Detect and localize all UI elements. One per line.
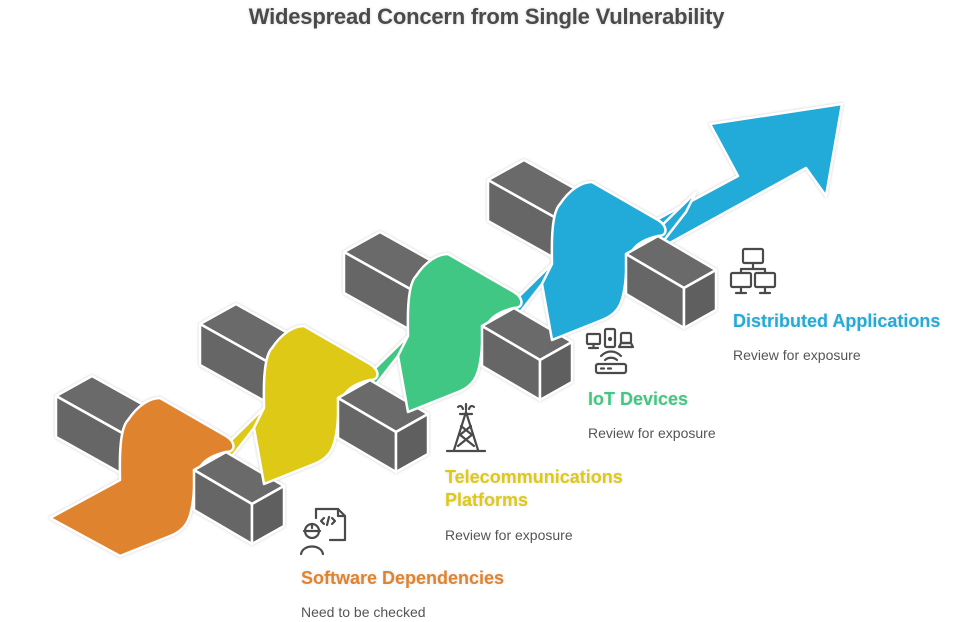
stage-title-software-dependencies: Software Dependencies bbox=[301, 568, 505, 588]
block-front-end-0 bbox=[250, 484, 286, 546]
stage-title-line-2: Platforms bbox=[445, 490, 529, 510]
cell-tower-icon bbox=[444, 402, 488, 454]
engineer-code-icon bbox=[298, 506, 350, 558]
stage-title-line-1: Telecommunications bbox=[445, 467, 623, 487]
stage-desc-iot-devices: Review for exposure bbox=[588, 425, 716, 441]
stage-desc-software-dependencies: Need to be checked bbox=[301, 604, 426, 620]
block-front-end-3 bbox=[682, 268, 718, 330]
stage-title-distributed-applications: Distributed Applications bbox=[733, 311, 941, 331]
arrow-head bbox=[598, 102, 844, 252]
ribbon-segment-3 bbox=[540, 180, 667, 342]
stage-title-iot-devices: IoT Devices bbox=[588, 389, 689, 409]
iot-devices-icon bbox=[584, 326, 638, 376]
stage-desc-telecommunications-platforms: Review for exposure bbox=[445, 527, 573, 543]
ribbon-segment-2 bbox=[396, 252, 523, 414]
block-front-end-1 bbox=[394, 412, 430, 474]
ribbon-segment-1 bbox=[252, 324, 379, 486]
page-title: Widespread Concern from Single Vulnerabi… bbox=[248, 4, 725, 29]
ribbon-segment-0 bbox=[48, 396, 235, 558]
block-front-end-2 bbox=[538, 340, 574, 402]
stage-desc-distributed-applications: Review for exposure bbox=[733, 347, 861, 363]
stage-title-telecommunications-platforms: Telecommunications Platforms bbox=[445, 466, 623, 512]
network-icon bbox=[728, 246, 780, 298]
